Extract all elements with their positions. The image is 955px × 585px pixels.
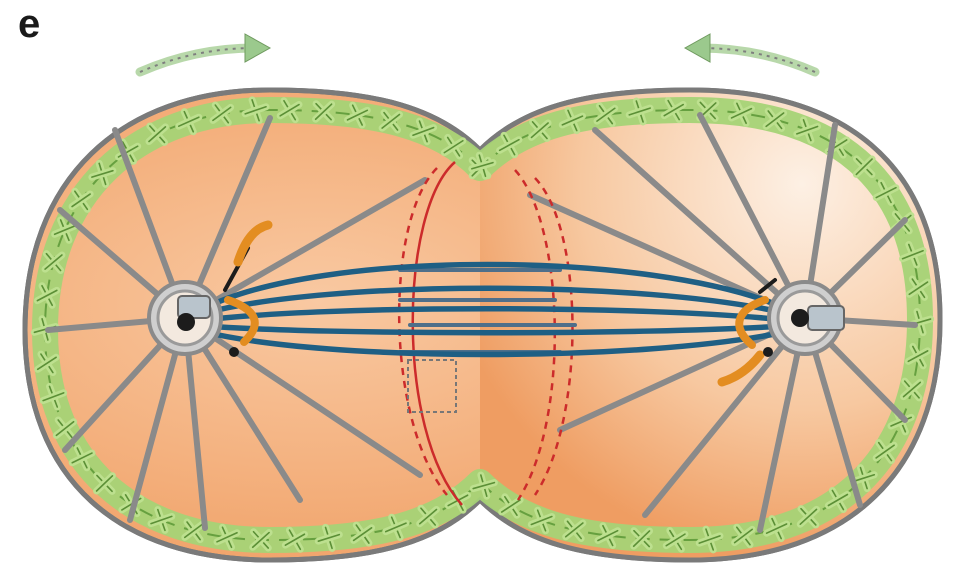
centrosome-left-icon: [149, 282, 221, 354]
rotation-arrow-left-icon: [140, 34, 270, 72]
rotation-arrow-right-icon: [685, 34, 815, 72]
centrosome-right-icon: [769, 282, 844, 354]
